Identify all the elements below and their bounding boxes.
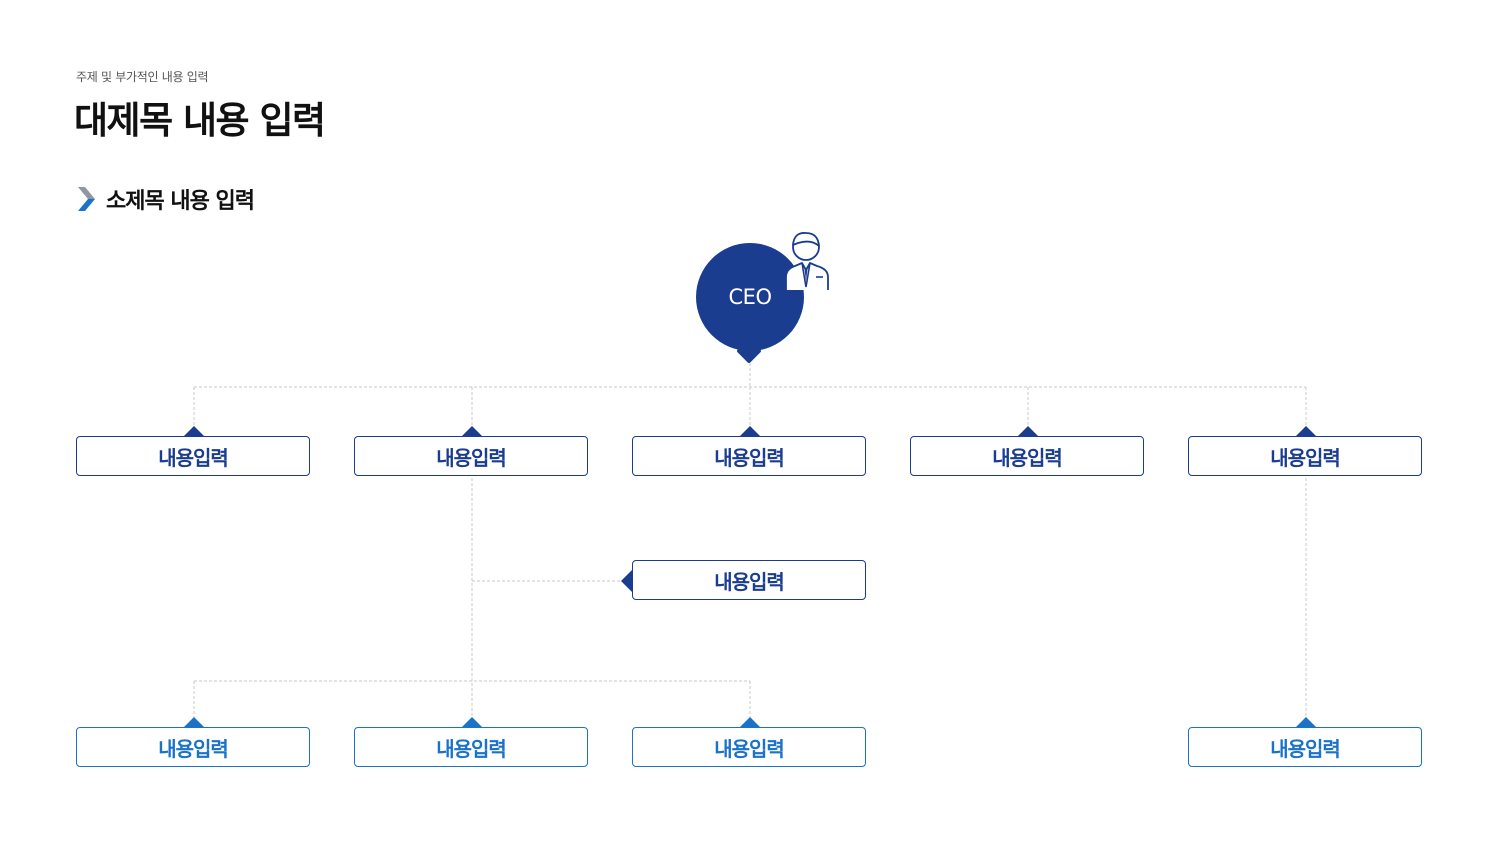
subtitle-row: 소제목 내용 입력 — [76, 184, 255, 214]
org-node-level1-5[interactable]: 내용입력 — [1188, 436, 1422, 476]
node-pointer-left — [621, 570, 632, 592]
node-pointer — [184, 717, 204, 727]
org-node-level1-3[interactable]: 내용입력 — [632, 436, 866, 476]
node-pointer — [740, 426, 760, 436]
org-node-level1-2[interactable]: 내용입력 — [354, 436, 588, 476]
org-node-side[interactable]: 내용입력 — [632, 560, 866, 600]
node-pointer — [1018, 426, 1038, 436]
section-subtitle: 소제목 내용 입력 — [106, 189, 255, 214]
node-pointer — [1296, 717, 1316, 727]
businessman-icon — [785, 232, 829, 290]
node-pointer — [462, 426, 482, 436]
org-node-level1-1[interactable]: 내용입력 — [76, 436, 310, 476]
node-pointer — [462, 717, 482, 727]
node-pointer — [184, 426, 204, 436]
ceo-node[interactable]: CEO — [696, 243, 804, 351]
page-title: 대제목 내용 입력 — [74, 99, 326, 142]
eyebrow-text: 주제 및 부가적인 내용 입력 — [76, 70, 209, 84]
org-node-level2-4[interactable]: 내용입력 — [1188, 727, 1422, 767]
org-node-level2-2[interactable]: 내용입력 — [354, 727, 588, 767]
org-node-level2-3[interactable]: 내용입력 — [632, 727, 866, 767]
org-node-level2-1[interactable]: 내용입력 — [76, 727, 310, 767]
org-node-level1-4[interactable]: 내용입력 — [910, 436, 1144, 476]
chevron-right-icon — [78, 187, 95, 211]
node-pointer — [740, 717, 760, 727]
node-pointer — [1296, 426, 1316, 436]
